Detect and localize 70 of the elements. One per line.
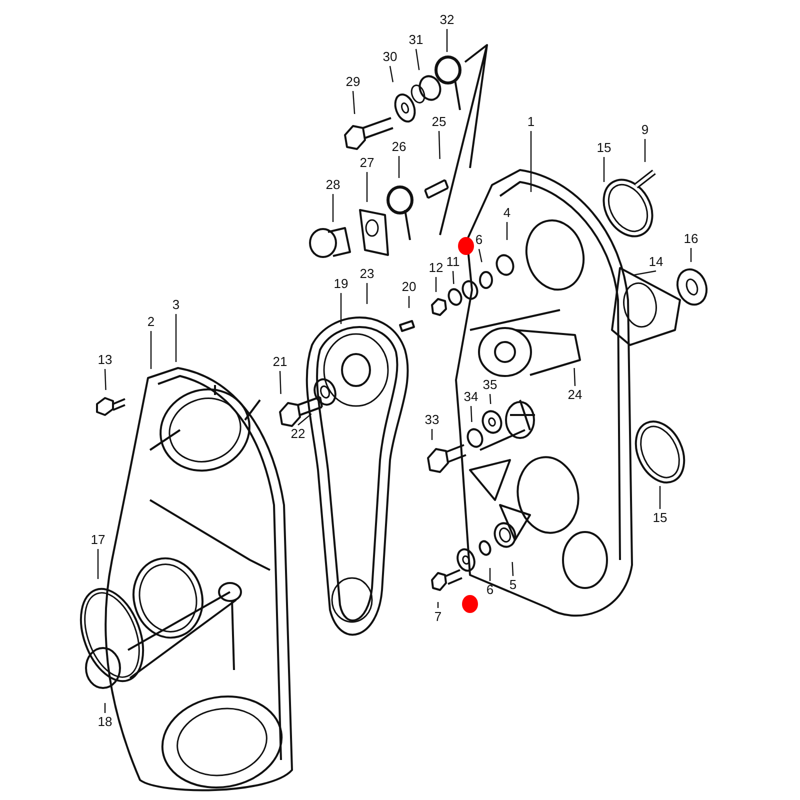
callout-number: 1 [527,114,535,130]
leader-line [506,222,508,240]
leader-line [435,277,437,292]
leader-line [644,139,646,162]
callout-number: 13 [98,352,112,368]
leader-line [478,248,482,262]
callout-number: 16 [684,231,698,247]
callout-number: 6 [475,232,483,248]
leader-line [437,602,439,608]
leader-line [470,406,472,422]
callout-number: 20 [402,279,416,295]
callout-number: 4 [503,205,511,221]
callout-number: 22 [290,426,306,442]
callout-number: 29 [346,74,360,90]
leader-line [150,331,152,369]
leader-line [438,130,440,160]
leader-line [603,157,605,182]
callout-number: 28 [326,177,340,193]
callout-number: 35 [482,377,498,393]
callout-number: 23 [360,266,374,282]
leader-line [366,172,368,202]
leader-line [634,270,656,276]
callout-number: 6 [486,582,494,598]
callout-number: 17 [90,532,106,548]
leader-line [530,131,532,192]
leader-line [489,394,492,404]
callout-number: 30 [382,49,398,65]
leader-line [574,368,576,386]
leader-line [512,562,514,576]
leader-line [446,29,448,52]
leader-line [366,283,368,304]
callout-number: 26 [392,139,406,155]
callout-number: 33 [424,412,440,428]
leader-line [389,66,394,82]
leader-line [104,703,106,713]
leader-line [431,429,433,440]
leader-line [408,296,410,308]
leader-line [279,370,282,394]
callout-number: 27 [360,155,374,171]
leader-line [175,314,177,362]
callout-number: 3 [172,297,180,313]
callout-number: 19 [334,276,348,292]
callout-number: 18 [98,714,112,730]
leader-line [352,90,356,114]
leader-line [415,48,420,70]
leader-line [659,486,661,509]
callout-number: 11 [446,254,460,270]
leader-line [398,156,400,178]
callout-number: 15 [596,140,612,156]
leader-line [97,549,99,579]
leader-line [332,194,334,222]
callout-number: 34 [464,389,478,405]
leader-line [340,293,342,324]
callout-number: 32 [440,12,454,28]
callout-number: 14 [648,254,664,270]
callout-number: 15 [652,510,668,526]
callout-number: 2 [147,314,155,330]
leader-line [489,568,491,581]
callout-number: 9 [641,122,649,138]
callout-number: 31 [408,32,424,48]
callout-number: 25 [432,114,446,130]
leader-line [690,248,692,262]
callout-number: 7 [434,609,442,625]
leader-line [452,270,454,284]
callout-number: 24 [568,387,582,403]
callout-number: 5 [509,577,517,593]
callout-number: 21 [272,354,288,370]
leader-line [298,413,312,426]
leader-line [104,368,106,390]
callout-number: 12 [428,260,444,276]
